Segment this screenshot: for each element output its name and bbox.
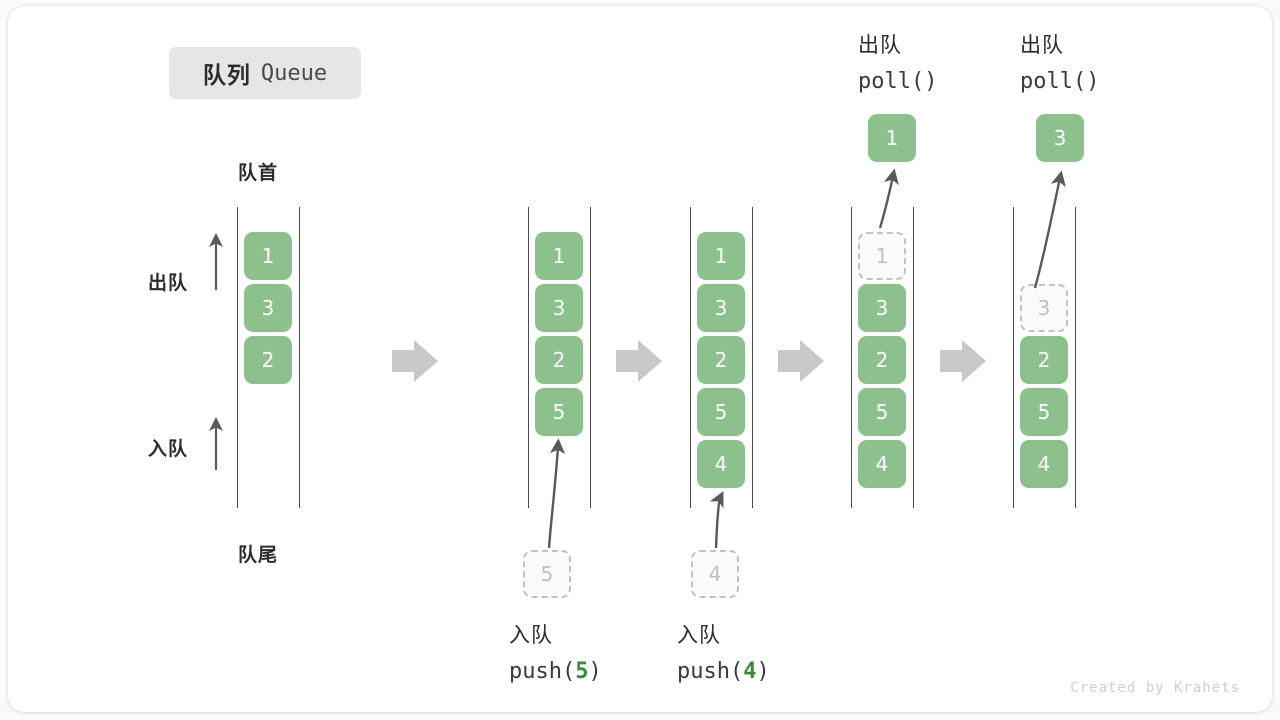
queue-cell: 3 (535, 284, 583, 332)
title-cn: 队列 (202, 62, 251, 88)
queue-cell-ghost: 1 (858, 232, 906, 280)
header-code: poll() (858, 69, 938, 94)
caption-code-value: 5 (575, 659, 589, 684)
queue-cell: 5 (535, 388, 583, 436)
rail-left (690, 207, 691, 508)
queue-cell: 2 (244, 336, 292, 384)
queue-cell: 2 (535, 336, 583, 384)
rear-label: 队尾 (238, 545, 279, 566)
credit-text: Created by Krahets (1070, 680, 1240, 696)
queue-cell: 2 (858, 336, 906, 384)
queue-cell: 4 (697, 440, 745, 488)
header-cn: 出队 (858, 34, 902, 57)
header-poll-3: 出队 poll() (1020, 28, 1099, 100)
rail-left (528, 207, 529, 508)
queue-cell: 2 (1020, 336, 1068, 384)
caption-code-prefix: push( (677, 659, 744, 684)
queue-cell: 5 (697, 388, 745, 436)
queue-cell-ghost: 3 (1020, 284, 1068, 332)
front-label: 队首 (238, 163, 279, 184)
queue-cell: 1 (697, 232, 745, 280)
rail-right (1075, 207, 1076, 508)
enqueue-label: 入队 (148, 439, 189, 460)
queue-cell: 3 (244, 284, 292, 332)
caption-cn: 入队 (509, 624, 553, 647)
queue-cell: 3 (858, 284, 906, 332)
caption-push-4: 入队 push(4) (677, 618, 770, 690)
rail-left (237, 207, 238, 508)
caption-code-suffix: ) (588, 659, 602, 684)
pending-value-box: 4 (691, 550, 739, 598)
caption-code: push(4) (677, 654, 770, 690)
caption-cn: 入队 (677, 624, 721, 647)
queue-cell: 2 (697, 336, 745, 384)
rail-right (913, 207, 914, 508)
rail-right (752, 207, 753, 508)
caption-push-5: 入队 push(5) (509, 618, 602, 690)
diagram-card (8, 6, 1272, 712)
rail-right (590, 207, 591, 508)
queue-cell: 3 (697, 284, 745, 332)
caption-code-prefix: push( (509, 659, 576, 684)
pending-value-box: 5 (523, 550, 571, 598)
queue-cell: 4 (1020, 440, 1068, 488)
caption-code: push(5) (509, 654, 602, 690)
header-cn: 出队 (1020, 34, 1064, 57)
caption-code-suffix: ) (756, 659, 770, 684)
queue-cell: 5 (1020, 388, 1068, 436)
poll-result-box: 3 (1036, 114, 1084, 162)
title-en: Queue (260, 60, 328, 86)
header-code: poll() (1020, 69, 1100, 94)
caption-code-value: 4 (743, 659, 757, 684)
rail-left (851, 207, 852, 508)
rail-right (299, 207, 300, 508)
dequeue-label: 出队 (148, 273, 189, 294)
rail-left (1013, 207, 1014, 508)
title-badge: 队列 Queue (169, 47, 361, 99)
poll-result-box: 1 (868, 114, 916, 162)
queue-cell: 4 (858, 440, 906, 488)
queue-cell: 1 (535, 232, 583, 280)
queue-cell: 1 (244, 232, 292, 280)
header-poll-1: 出队 poll() (858, 28, 937, 100)
queue-cell: 5 (858, 388, 906, 436)
